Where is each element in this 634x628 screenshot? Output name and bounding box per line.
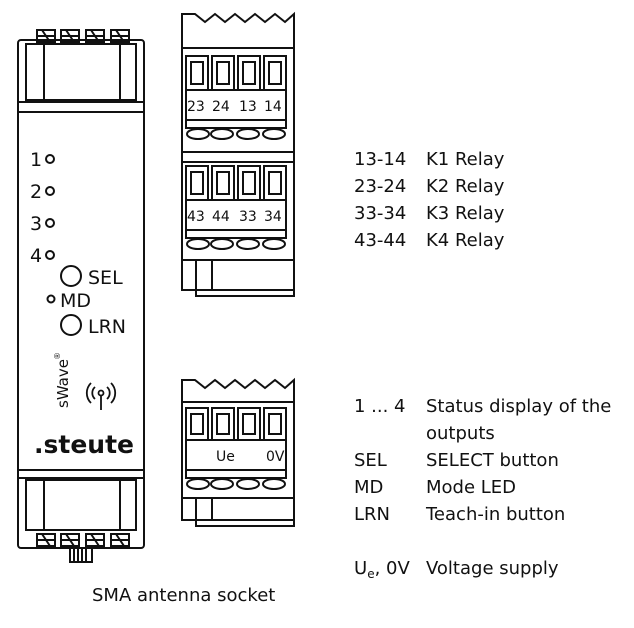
upper-terminal-block — [181, 11, 295, 297]
terminal-label-0v: 0V — [266, 449, 285, 465]
legend-value: K4 Relay — [426, 230, 505, 251]
brand-logo: .steute — [34, 430, 134, 459]
sma-caption: SMA antenna socket — [92, 585, 275, 606]
legend-row: SEL SELECT button — [354, 447, 611, 474]
legend-row: 13-14 K1 Relay — [354, 146, 504, 173]
legend-key: LRN — [354, 504, 390, 525]
terminal-label-24: 24 — [212, 99, 230, 115]
legend-row: 23-24 K2 Relay — [354, 173, 504, 200]
supply-key-main: U — [354, 558, 368, 579]
legend-row: LRN Teach-in button — [354, 501, 611, 528]
sel-button[interactable] — [60, 265, 82, 287]
terminal-label-14: 14 — [264, 99, 282, 115]
legend-value: Mode LED — [426, 477, 517, 498]
legend-value: K3 Relay — [426, 203, 505, 224]
legend-row-continuation: outputs — [354, 420, 611, 447]
legend-key: 1 ... 4 — [354, 396, 406, 417]
terminal-clamps-supply — [185, 407, 287, 490]
terminal-label-43: 43 — [187, 209, 205, 225]
led-1-indicator — [45, 154, 55, 164]
wireless-icon — [85, 382, 117, 410]
legend-key: 43-44 — [354, 230, 407, 251]
led-4-label: 4 — [30, 245, 42, 267]
sma-antenna-socket — [69, 547, 93, 563]
top-screw-row — [36, 29, 130, 43]
product-mark: ® — [53, 352, 62, 360]
md-led-indicator — [46, 294, 56, 304]
md-label: MD — [60, 290, 91, 312]
terminal-label-23: 23 — [187, 99, 205, 115]
lrn-button[interactable] — [60, 314, 82, 336]
led-4-indicator — [45, 250, 55, 260]
sel-label: SEL — [88, 267, 123, 289]
legend-value: K1 Relay — [426, 149, 505, 170]
terminal-label-ue: Ue — [216, 449, 235, 465]
legend-key: 33-34 — [354, 203, 407, 224]
legend-value: Teach-in button — [426, 504, 566, 525]
product-name: sWave — [54, 359, 72, 408]
legend-value: outputs — [426, 423, 495, 444]
terminal-label-34: 34 — [264, 209, 282, 225]
supply-key-sub: e — [367, 567, 375, 581]
legend-row: 43-44 K4 Relay — [354, 227, 504, 254]
function-legend: 1 ... 4 Status display of the outputs SE… — [354, 393, 611, 528]
terminal-label-33: 33 — [239, 209, 257, 225]
led-2-label: 2 — [30, 181, 42, 203]
legend-value: Voltage supply — [426, 558, 559, 579]
legend-key-empty — [354, 420, 426, 447]
lrn-label: LRN — [88, 316, 126, 338]
bottom-screw-row — [36, 533, 130, 547]
legend-key: MD — [354, 477, 384, 498]
legend-row: 33-34 K3 Relay — [354, 200, 504, 227]
legend-key: 23-24 — [354, 176, 407, 197]
legend-key: SEL — [354, 450, 387, 471]
legend-value: Status display of the — [426, 396, 612, 417]
legend-key: 13-14 — [354, 149, 407, 170]
terminal-clamps-row-1 — [185, 55, 287, 140]
legend-key: Ue, 0V — [354, 555, 426, 588]
led-2-indicator — [45, 186, 55, 196]
led-3-indicator — [45, 218, 55, 228]
lower-terminal-block — [181, 377, 295, 527]
supply-legend: Ue, 0V Voltage supply — [354, 555, 559, 588]
legend-row: Ue, 0V Voltage supply — [354, 555, 559, 588]
terminal-clamps-row-2 — [185, 165, 287, 250]
relay-legend: 13-14 K1 Relay 23-24 K2 Relay 33-34 K3 R… — [354, 146, 504, 254]
legend-value: K2 Relay — [426, 176, 505, 197]
terminal-label-13: 13 — [239, 99, 257, 115]
legend-value: SELECT button — [426, 450, 559, 471]
led-3-label: 3 — [30, 213, 42, 235]
legend-row: MD Mode LED — [354, 474, 611, 501]
terminal-label-44: 44 — [212, 209, 230, 225]
legend-row: 1 ... 4 Status display of the — [354, 393, 611, 420]
supply-key-rest: , 0V — [374, 558, 410, 579]
led-1-label: 1 — [30, 149, 42, 171]
